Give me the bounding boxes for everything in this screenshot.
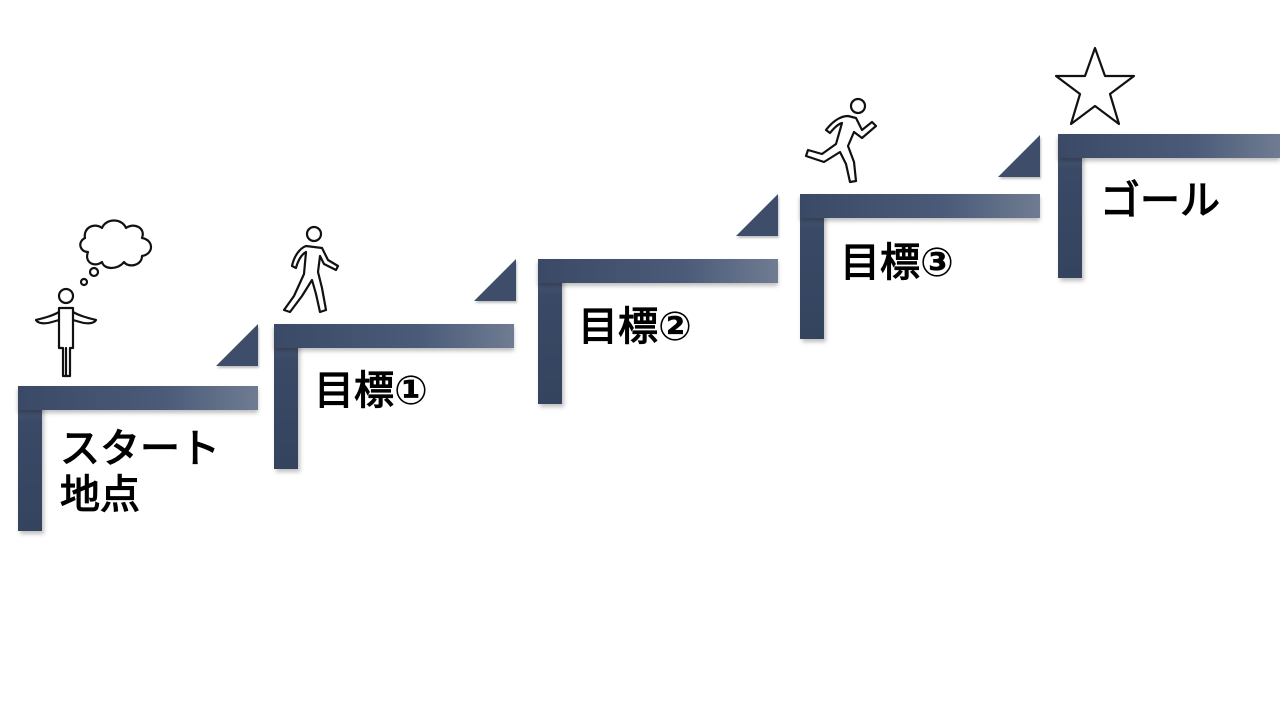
step-start-label: スタート 地点 <box>60 426 220 518</box>
step-3-label: 目標③ <box>840 240 954 286</box>
step-start-label-line2: 地点 <box>60 472 140 518</box>
step-1-tread <box>274 324 514 348</box>
step-goal-tread <box>1058 134 1280 158</box>
step-goal-riser <box>1058 134 1082 278</box>
step-2-riser <box>538 259 562 404</box>
step-goal-label: ゴール <box>1100 178 1220 224</box>
step-2-tread <box>538 259 778 283</box>
step-3-tread <box>800 194 1040 218</box>
thinking-person-icon <box>30 212 160 380</box>
step-1-label: 目標① <box>314 368 428 414</box>
step-3-corner <box>736 194 778 236</box>
step-start-label-line1: スタート <box>60 426 220 472</box>
walking-person-icon <box>278 224 342 314</box>
step-1-corner <box>216 324 258 366</box>
step-2-label: 目標② <box>578 304 692 350</box>
step-goal-corner <box>998 135 1040 177</box>
step-start-riser <box>18 386 42 531</box>
running-person-icon <box>800 96 884 186</box>
star-icon <box>1052 44 1138 128</box>
step-1-riser <box>274 324 298 469</box>
step-start-tread <box>18 386 258 410</box>
step-2-corner <box>474 259 516 301</box>
step-3-riser <box>800 194 824 339</box>
